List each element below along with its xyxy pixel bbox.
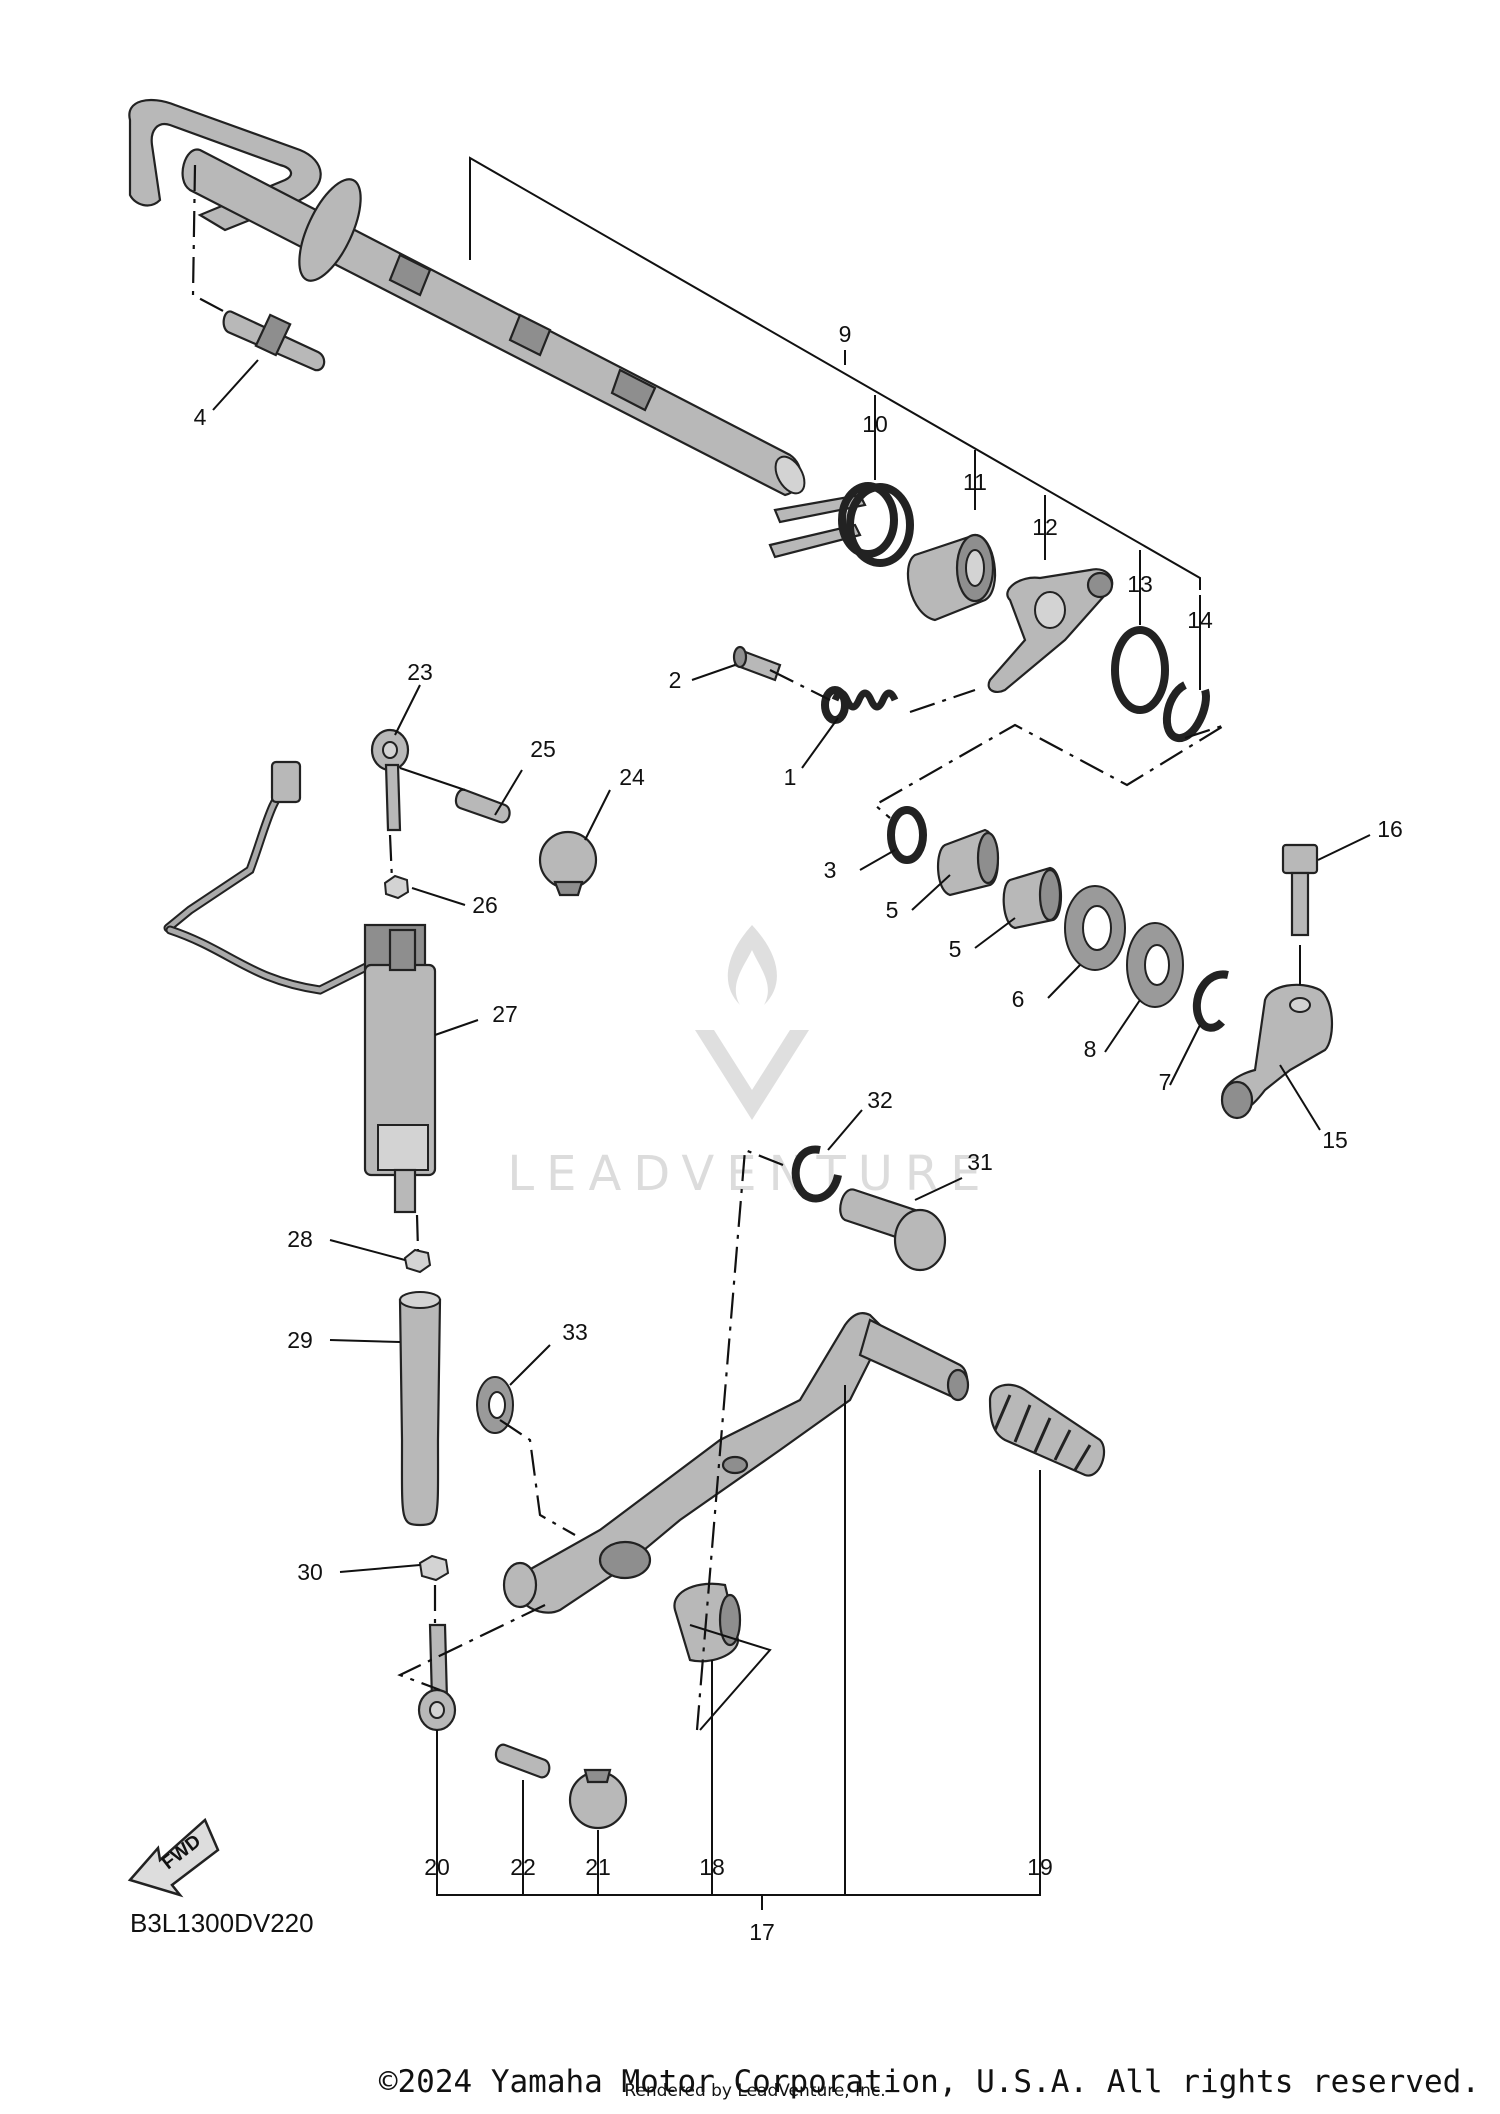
washer-part-13	[1111, 626, 1169, 714]
washer-part-33	[476, 1376, 514, 1434]
callout-27: 27	[492, 1001, 518, 1027]
washer-part-8	[1126, 922, 1184, 1008]
callout-29: 29	[287, 1327, 313, 1353]
callout-10: 10	[862, 411, 888, 437]
callout-14: 14	[1187, 607, 1213, 633]
callout-13: 13	[1127, 571, 1153, 597]
shift-arm-part-15	[1220, 983, 1334, 1120]
callout-24: 24	[619, 764, 645, 790]
callout-25: 25	[530, 736, 556, 762]
collar-part-11	[906, 533, 997, 622]
callout-23: 23	[407, 659, 433, 685]
circlip-part-7	[1192, 970, 1229, 1032]
callout-1: 1	[784, 764, 797, 790]
spring-part-10	[768, 482, 914, 567]
callout-6: 6	[1012, 986, 1025, 1012]
bolt-part-16	[1281, 843, 1319, 937]
collar-part-5b	[1002, 866, 1063, 930]
shift-pedal	[502, 1311, 970, 1614]
callout-28: 28	[287, 1226, 313, 1252]
shift-sensor-part-27	[163, 760, 437, 1214]
pin-part-4	[222, 310, 326, 372]
fwd-arrow-icon: FWD	[127, 1817, 220, 1898]
nut-part-30	[418, 1554, 450, 1582]
spring-part-1	[821, 686, 899, 724]
callout-16: 16	[1377, 816, 1403, 842]
bearing-part-6	[1064, 885, 1126, 971]
callout-21: 21	[585, 1854, 611, 1880]
diagram-code: B3L1300DV220	[130, 1908, 314, 1938]
bolt-part-2	[732, 645, 782, 682]
callout-2: 2	[669, 667, 682, 693]
collar-part-18	[673, 1582, 742, 1663]
callout-5a: 5	[886, 897, 899, 923]
callout-5b: 5	[949, 936, 962, 962]
callout-3: 3	[824, 857, 837, 883]
collar-part-5a	[936, 828, 1000, 897]
callout-11: 11	[963, 469, 987, 495]
watermark-logo: LEADVENTURE	[507, 925, 992, 1202]
callout-22: 22	[510, 1854, 536, 1880]
callout-31: 31	[967, 1149, 993, 1175]
bolt-part-22	[494, 1743, 551, 1779]
callout-18: 18	[699, 1854, 725, 1880]
circlip-part-32	[791, 1145, 842, 1203]
callout-labels: 1 2 3 4 5 5 6 7 8 9 10 11 12 13 14 15 16…	[194, 321, 1403, 1945]
callout-33: 33	[562, 1319, 588, 1345]
rendered-by-notice: Rendered by LeadVenture, Inc.	[624, 2081, 885, 2101]
callout-15: 15	[1322, 1127, 1348, 1153]
stopper-lever-part-12	[987, 568, 1114, 694]
washer-part-3	[887, 806, 927, 864]
cover-part-21	[568, 1768, 628, 1830]
nut-part-26	[383, 874, 410, 900]
cover-part-24	[538, 830, 598, 897]
callout-32: 32	[867, 1087, 893, 1113]
callout-4: 4	[194, 404, 207, 430]
callout-19: 19	[1027, 1854, 1053, 1880]
rod-end-part-23	[370, 728, 410, 832]
callout-9: 9	[839, 321, 852, 347]
callout-17: 17	[749, 1919, 775, 1945]
callout-12: 12	[1032, 514, 1058, 540]
callout-26: 26	[472, 892, 498, 918]
callout-8: 8	[1084, 1036, 1097, 1062]
shift-shaft-part-9	[128, 98, 806, 497]
watermark-text: LEADVENTURE	[507, 1146, 992, 1202]
rod-end-part-20	[417, 1623, 457, 1732]
rod-part-29	[398, 1291, 442, 1527]
callout-30: 30	[297, 1559, 323, 1585]
callout-7: 7	[1159, 1069, 1172, 1095]
circlip-part-14	[1162, 681, 1210, 742]
copyright-notice: ©2024 Yamaha Motor Corporation, U.S.A. A…	[379, 2064, 1480, 2100]
callout-20: 20	[424, 1854, 450, 1880]
rubber-part-19	[988, 1383, 1106, 1477]
nut-part-28	[403, 1248, 432, 1274]
pivot-bolt-part-31	[839, 1188, 947, 1272]
leader-lines	[191, 156, 1371, 1910]
